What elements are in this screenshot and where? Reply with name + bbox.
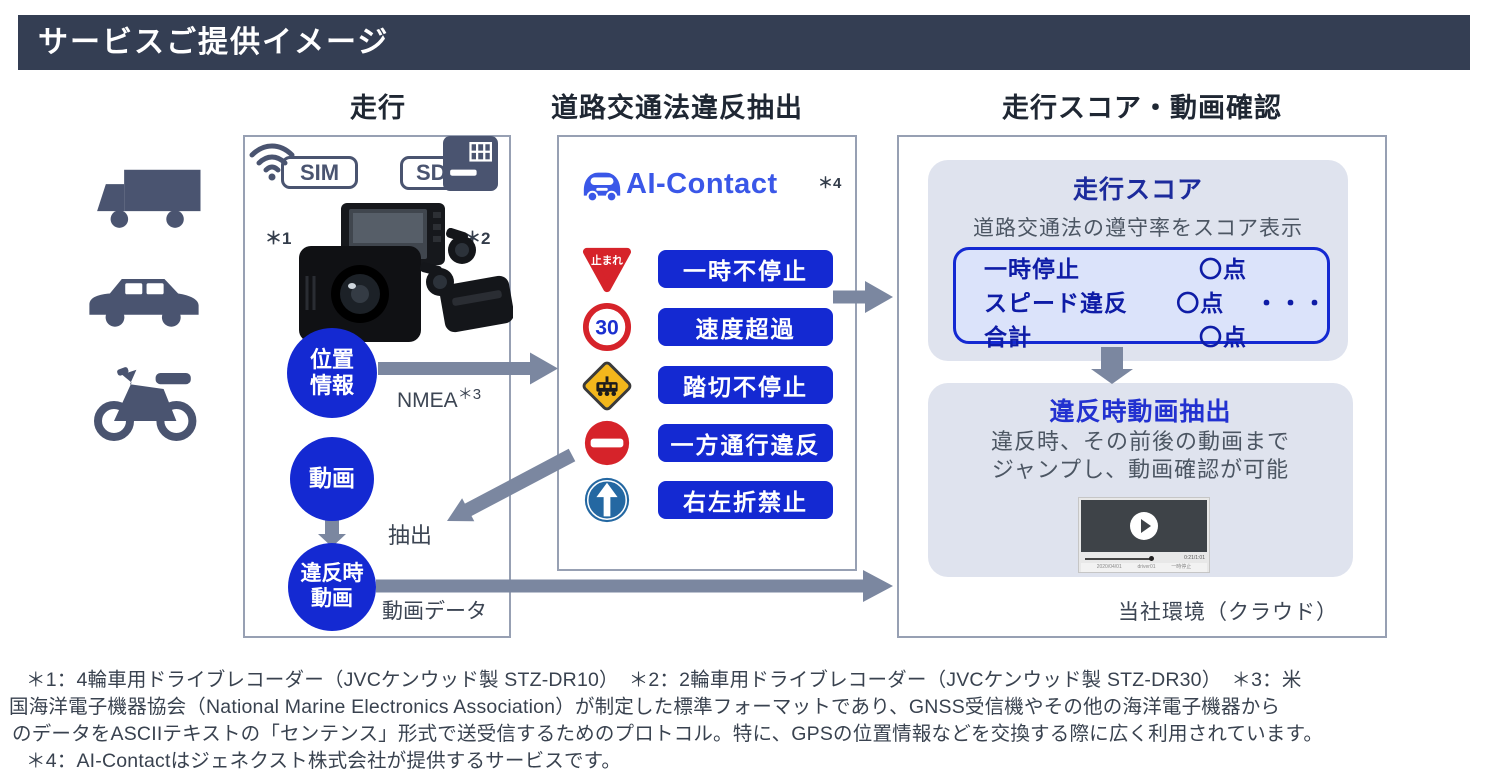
score-extra: ・・・ (1255, 290, 1327, 316)
play-button (1130, 512, 1158, 540)
circle-text: 情報 (309, 373, 354, 398)
page-title: サービスご提供イメージ (38, 26, 390, 59)
score-row-speeding: スピード違反 〇点 ・・・ (956, 284, 1327, 318)
footnote-line-4: ＊4：AI-Contactはジェネクスト株式会社が提供するサービスです。 (26, 750, 622, 772)
video-circle: 動画 (290, 437, 374, 521)
circle-text: 位置 (309, 347, 354, 373)
motorcycle-icon (94, 367, 197, 441)
speed-limit-30-sign-icon: 30 (582, 302, 632, 352)
driving-score-subtitle: 道路交通法の遵守率をスコア表示 (973, 217, 1303, 240)
violation-video-title: 違反時動画抽出 (1049, 398, 1232, 426)
violation-badge-noturn: 右左折禁止 (658, 481, 833, 519)
ref-mark-4: ＊4 (818, 175, 842, 192)
video-meta-row: 2020/04/01 driver01 一時停止 (1081, 563, 1207, 572)
no-entry-sign-icon (584, 420, 630, 466)
driving-score-title: 走行スコア (1072, 176, 1203, 204)
footnote-line-1: ＊1：4輪車用ドライブレコーダー（JVCケンウッド製 STZ-DR10） ＊2：… (26, 669, 1302, 691)
stop-sign-text: 止まれ (591, 254, 623, 267)
score-row-total: 合計 〇点 (956, 318, 1327, 352)
score-label: 一時停止 (984, 256, 1080, 282)
play-icon (1141, 519, 1151, 533)
violation-badge-oneway: 一方通行違反 (658, 424, 833, 462)
column-header-violation-extraction: 道路交通法違反抽出 (551, 93, 803, 123)
progress-handle (1149, 556, 1154, 561)
ai-contact-logo-text: AI-Contact (626, 168, 778, 200)
score-value: 〇点 (1176, 290, 1225, 316)
video-driver: driver01 (1137, 564, 1156, 570)
video-screen (1081, 500, 1207, 552)
score-row-stop: 一時停止 〇点 (956, 250, 1327, 284)
violation-label: 右左折禁止 (683, 489, 808, 515)
video-player-mock: 0:21/1:01 2020/04/01 driver01 一時停止 (1078, 497, 1210, 573)
nmea-label: NMEA＊3 (397, 383, 481, 413)
footnote-line-2: 国海洋電子機器協会（National Marine Electronics As… (9, 696, 1281, 718)
violation-badge-speeding: 速度超過 (658, 308, 833, 346)
page-title-bar: サービスご提供イメージ (18, 15, 1470, 70)
video-progress-bar: 0:21/1:01 (1085, 555, 1205, 562)
progress-line (1085, 558, 1151, 560)
wifi-icon (249, 143, 295, 181)
column-header-score-video: 走行スコア・動画確認 (1002, 93, 1282, 123)
column-header-driving: 走行 (350, 93, 406, 123)
score-label: スピード違反 (984, 290, 1128, 316)
violation-label: 一方通行違反 (670, 432, 821, 458)
dashcam-2wheel-photo (419, 228, 513, 333)
score-value: 〇点 (1199, 324, 1247, 350)
cloud-environment-label: 当社環境（クラウド） (1118, 601, 1338, 624)
car-icon (89, 278, 199, 327)
sd-label: SD (416, 160, 447, 185)
violation-video-desc-1: 違反時、その前後の動画まで (990, 429, 1290, 454)
sim-label: SIM (299, 159, 340, 185)
video-data-label: 動画データ (382, 600, 487, 623)
speed-sign-text: 30 (595, 317, 619, 340)
video-time: 0:21/1:01 (1184, 555, 1205, 561)
truck-icon (97, 169, 201, 228)
violation-badge-crossing: 踏切不停止 (658, 366, 833, 404)
video-date: 2020/04/01 (1096, 564, 1122, 570)
video-tag: 一時停止 (1171, 564, 1192, 570)
violation-label: 一時不停止 (683, 258, 808, 284)
extract-label: 抽出 (388, 523, 433, 548)
stop-sign-icon: 止まれ (582, 247, 632, 293)
score-value: 〇点 (1199, 256, 1247, 282)
nmea-ref-mark: ＊3 (457, 386, 482, 403)
violation-badge-stop: 一時不停止 (658, 250, 833, 288)
violation-video-desc-2: ジャンプし、動画確認が可能 (991, 457, 1290, 482)
score-label: 合計 (984, 324, 1032, 350)
ai-contact-car-logo-icon (583, 172, 621, 203)
nmea-text: NMEA (397, 389, 458, 412)
footnote-line-3: のデータをASCIIテキストの「センテンス」形式で送受信するためのプロトコル。特… (12, 723, 1324, 745)
violation-label: 踏切不停止 (683, 374, 808, 400)
railroad-crossing-sign-icon (582, 361, 632, 411)
circle-text: 動画 (311, 587, 353, 610)
circle-text: 動画 (309, 465, 355, 492)
violation-label: 速度超過 (695, 316, 796, 342)
score-table: 一時停止 〇点 スピード違反 〇点 ・・・ 合計 〇点 (953, 247, 1330, 350)
sim-badge: SIM (281, 156, 358, 189)
location-info-circle: 位置 情報 (287, 328, 377, 418)
violation-video-circle: 違反時 動画 (288, 543, 376, 631)
straight-only-sign-icon (584, 477, 630, 523)
circle-text: 違反時 (300, 562, 364, 586)
sim-card-chip-icon (443, 136, 498, 191)
dashcam-front-photo (299, 203, 445, 342)
ref-mark-1: ＊1 (265, 229, 292, 248)
